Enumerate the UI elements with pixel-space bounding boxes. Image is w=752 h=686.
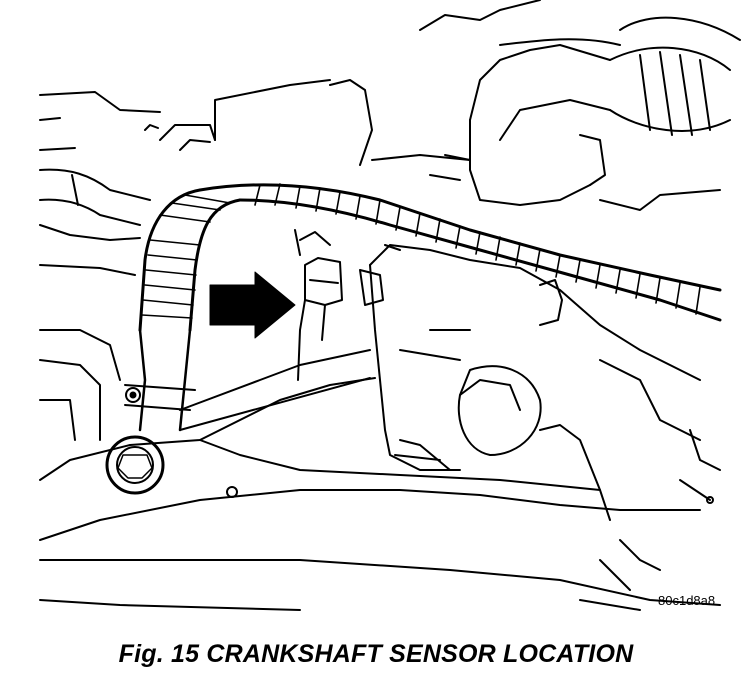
hose-clip: [125, 387, 141, 403]
crankshaft-sensor: [294, 229, 343, 381]
figure-caption: Fig. 15 CRANKSHAFT SENSOR LOCATION: [118, 640, 634, 668]
air-intake-tube: [329, 0, 741, 211]
figure-code: 80c1d8a8: [658, 593, 716, 608]
mounting-bracket: [39, 349, 721, 611]
wire-harness: [124, 183, 722, 432]
transmission-housing: [359, 244, 701, 521]
engine-block-background: [39, 79, 331, 441]
coolant-hose: [39, 168, 151, 226]
bracket-bolt: [105, 435, 165, 495]
arrow-right-icon: [209, 271, 296, 339]
engine-illustration: [39, 0, 741, 611]
